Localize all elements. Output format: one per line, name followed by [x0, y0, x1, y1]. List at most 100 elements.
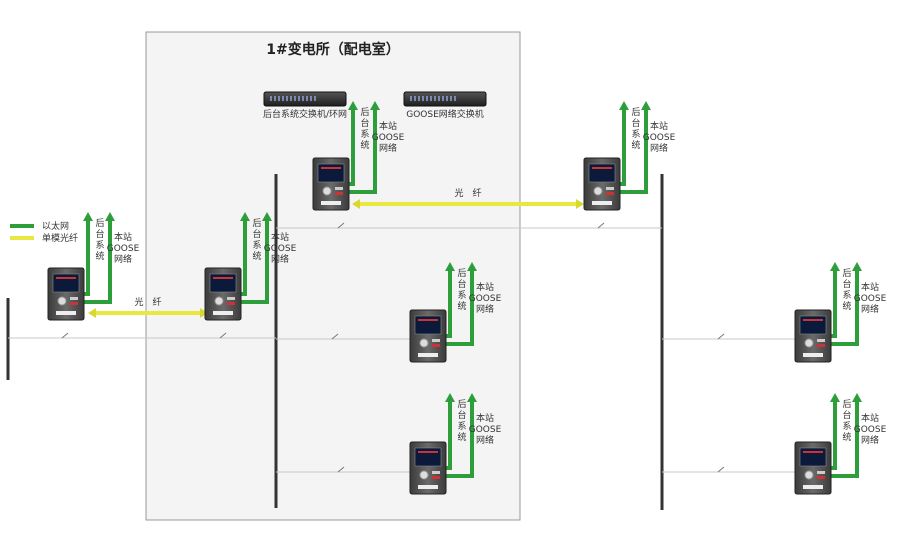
backend-label-char: 统 — [360, 139, 369, 151]
goose-label-line: 本站 — [476, 412, 494, 424]
goose-label-line: 网络 — [114, 253, 132, 265]
goose-label-line: 网络 — [476, 303, 494, 315]
backend-label-char: 系 — [360, 129, 369, 140]
relay-screen — [414, 447, 442, 467]
switch-goose: GOOSE网络交换机 — [403, 91, 487, 120]
relay-screen — [799, 315, 827, 335]
keypad-icon — [57, 296, 67, 306]
arrow-up-icon — [83, 212, 93, 221]
goose-label-line: 网络 — [650, 142, 668, 154]
alarm-led-icon — [70, 302, 78, 305]
relay-nameplate — [592, 201, 612, 205]
relay-screen — [52, 273, 80, 293]
button-icon — [606, 187, 614, 190]
backend-label-char: 后 — [842, 268, 851, 279]
ethernet-uplink-goose — [446, 270, 474, 346]
screen-indicator — [321, 167, 341, 169]
relay-nameplate — [803, 353, 823, 357]
arrow-up-icon — [262, 212, 272, 221]
button-icon — [432, 471, 440, 474]
goose-label-line: 网络 — [271, 253, 289, 265]
backend-label-char: 统 — [842, 431, 851, 443]
arrow-up-icon — [852, 393, 862, 402]
relay-screen — [317, 163, 345, 183]
switch-backend: 后台系统交换机/环网 — [263, 91, 347, 120]
keypad-icon — [419, 338, 429, 348]
backend-label-char: 后 — [252, 218, 261, 229]
ethernet-uplink-backend — [620, 109, 626, 186]
switch-goose-label: GOOSE网络交换机 — [406, 108, 484, 120]
screen-indicator — [56, 277, 76, 279]
arrow-up-icon — [348, 101, 358, 110]
goose-label-line: 网络 — [861, 303, 879, 315]
relay-screen — [588, 163, 616, 183]
arrow-up-icon — [105, 212, 115, 221]
goose-label-line: 网络 — [379, 142, 397, 154]
alarm-led-icon — [606, 192, 614, 195]
fiber-label-left: 光 纤 — [134, 296, 161, 308]
backend-label-char: 台 — [360, 117, 369, 129]
ethernet-uplink-backend — [446, 401, 452, 470]
backend-label-char: 系 — [631, 129, 640, 140]
goose-label-line: GOOSE — [107, 244, 140, 254]
arrow-up-icon — [445, 393, 455, 402]
keypad-icon — [419, 470, 429, 480]
relay-nameplate — [803, 485, 823, 489]
backend-label-char: 后 — [842, 399, 851, 410]
legend: 以太网 单模光纤 — [10, 220, 78, 244]
backend-label-char: 后 — [95, 218, 104, 229]
backend-label-char: 台 — [457, 278, 466, 290]
backend-label-char: 台 — [842, 278, 851, 290]
backend-label-char: 系 — [457, 290, 466, 301]
goose-label-line: 本站 — [861, 281, 879, 293]
backend-label-char: 台 — [95, 228, 104, 240]
ethernet-uplink-goose — [84, 220, 112, 304]
arrow-up-icon — [370, 101, 380, 110]
goose-label-line: GOOSE — [469, 425, 502, 435]
backend-label-char: 后 — [457, 268, 466, 279]
ethernet-uplink-goose — [620, 109, 648, 194]
keypad-icon — [804, 470, 814, 480]
arrow-up-icon — [240, 212, 250, 221]
backend-label-char: 后 — [457, 399, 466, 410]
relay-nameplate — [56, 311, 76, 315]
ethernet-uplink-backend — [84, 220, 90, 296]
arrow-up-icon — [445, 262, 455, 271]
backend-label-char: 系 — [842, 290, 851, 301]
alarm-led-icon — [432, 344, 440, 347]
keypad-icon — [322, 186, 332, 196]
button-icon — [817, 471, 825, 474]
ethernet-uplink-goose — [349, 109, 377, 194]
button-icon — [227, 297, 235, 300]
ethernet-uplink-backend — [831, 270, 837, 338]
button-icon — [335, 187, 343, 190]
ethernet-uplink-backend — [831, 401, 837, 470]
protection-devices: 后台系统本站GOOSE网络后台系统本站GOOSE网络后台系统本站GOOSE网络后… — [47, 101, 887, 495]
backend-label-char: 台 — [631, 117, 640, 129]
ethernet-uplink-goose — [831, 270, 859, 346]
fiber-link-left: 光 纤 — [88, 296, 208, 318]
arrow-up-icon — [467, 262, 477, 271]
goose-label-line: 本站 — [271, 231, 289, 243]
button-icon — [70, 297, 78, 300]
screen-indicator — [803, 319, 823, 321]
backend-label-char: 统 — [457, 431, 466, 443]
arrow-up-icon — [830, 262, 840, 271]
alarm-led-icon — [817, 476, 825, 479]
arrow-up-icon — [619, 101, 629, 110]
goose-label-line: 本站 — [476, 281, 494, 293]
backend-label-char: 系 — [457, 421, 466, 432]
alarm-led-icon — [817, 344, 825, 347]
legend-fiber-label: 单模光纤 — [42, 232, 78, 244]
goose-label-line: 网络 — [476, 434, 494, 446]
backend-label-char: 台 — [842, 409, 851, 421]
backend-label-char: 后 — [360, 107, 369, 118]
screen-indicator — [592, 167, 612, 169]
screen-indicator — [418, 451, 438, 453]
switch-backend-label: 后台系统交换机/环网 — [263, 108, 347, 120]
